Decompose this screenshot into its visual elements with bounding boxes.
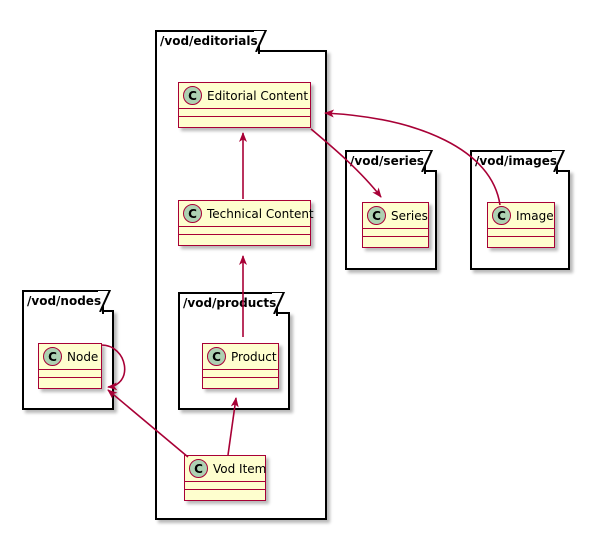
class-methods-compartment: [363, 237, 428, 245]
class-attributes-compartment: [179, 227, 310, 235]
class-title: C Technical Content: [179, 201, 314, 227]
class-methods-compartment: [179, 117, 310, 125]
class-methods-compartment: [179, 235, 310, 243]
class-stereotype-icon: C: [43, 347, 62, 366]
package-tab: [178, 292, 278, 316]
class-attributes-compartment: [39, 370, 101, 378]
class-attributes-compartment: [185, 482, 265, 490]
package-label: /vod/images: [475, 154, 558, 168]
class-methods-compartment: [203, 378, 278, 386]
class-attributes-compartment: [363, 229, 428, 237]
class-node[interactable]: C Node: [38, 343, 102, 389]
class-technical-content[interactable]: C Technical Content: [178, 200, 314, 246]
package-tab: [22, 290, 104, 314]
class-name: Node: [67, 349, 99, 364]
class-title: C Product: [203, 344, 278, 370]
class-methods-compartment: [39, 378, 101, 386]
class-attributes-compartment: [203, 370, 278, 378]
package-label: /vod/products: [183, 296, 277, 310]
class-name: Editorial Content: [207, 88, 309, 103]
class-stereotype-icon: C: [189, 459, 208, 478]
package-tab: [155, 30, 260, 54]
class-name: Vod Item: [213, 461, 267, 476]
class-title: C Image: [488, 203, 554, 229]
class-title: C Vod Item: [185, 456, 267, 482]
class-stereotype-icon: C: [207, 347, 226, 366]
package-tab-slant-icon: [552, 150, 566, 172]
class-title: C Editorial Content: [179, 83, 310, 109]
class-title: C Node: [39, 344, 101, 370]
package-tab-slant-icon: [254, 30, 268, 52]
class-name: Image: [516, 208, 554, 223]
class-editorial-content[interactable]: C Editorial Content: [178, 82, 311, 128]
package-label: /vod/series: [350, 154, 425, 168]
class-methods-compartment: [185, 490, 265, 498]
class-series[interactable]: C Series: [362, 202, 429, 248]
package-label: /vod/nodes: [27, 294, 102, 308]
class-image[interactable]: C Image: [487, 202, 555, 248]
class-attributes-compartment: [488, 229, 554, 237]
package-tab-slant-icon: [272, 292, 286, 314]
class-name: Technical Content: [207, 206, 314, 221]
class-stereotype-icon: C: [183, 204, 202, 223]
class-stereotype-icon: C: [183, 86, 202, 105]
class-stereotype-icon: C: [492, 206, 511, 225]
package-label: /vod/editorials: [160, 34, 258, 48]
package-tab-slant-icon: [98, 290, 112, 312]
class-product[interactable]: C Product: [202, 343, 279, 389]
class-stereotype-icon: C: [367, 206, 386, 225]
class-methods-compartment: [488, 237, 554, 245]
class-title: C Series: [363, 203, 428, 229]
class-attributes-compartment: [179, 109, 310, 117]
class-name: Series: [391, 208, 428, 223]
class-vod-item[interactable]: C Vod Item: [184, 455, 266, 501]
class-name: Product: [231, 349, 277, 364]
